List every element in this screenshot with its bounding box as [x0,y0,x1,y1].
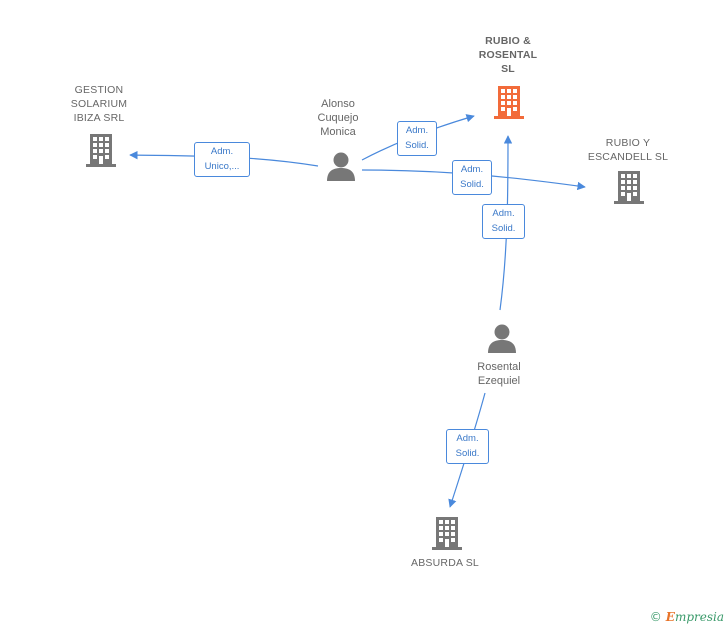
building-icon-rubio-rosental[interactable] [494,86,524,119]
edge-badge-rosental-absurda[interactable]: Adm. Solid. [446,429,489,464]
copyright-icon: © [649,610,662,624]
building-icon-absurda[interactable] [432,517,462,550]
brand-name: mpresia [674,610,724,624]
empresia-watermark: ©Empresia [650,610,724,624]
brand-initial: E [665,610,675,624]
person-icon-rosental[interactable] [488,324,516,354]
edge-badge-rosental-rubio-rosental[interactable]: Adm. Solid. [482,204,525,239]
node-label-rubio-escandell[interactable]: RUBIO Y ESCANDELL SL [587,137,669,163]
building-icon-rubio-escandell[interactable] [614,171,644,204]
node-label-absurda[interactable]: ABSURDA SL [411,557,479,569]
node-label-alonso[interactable]: Alonso Cuquejo Monica [317,98,359,138]
node-label-rubio-rosental[interactable]: RUBIO & ROSENTAL SL [478,35,538,75]
node-label-rosental[interactable]: Rosental Ezequiel [477,361,521,387]
node-label-gestion-solarium[interactable]: GESTION SOLARIUM IBIZA SRL [70,84,128,124]
edge-badge-alonso-rubio-escandell[interactable]: Adm. Solid. [452,160,492,195]
edge-badge-alonso-rubio-rosental[interactable]: Adm. Solid. [397,121,437,156]
building-icon-gestion-solarium[interactable] [86,134,116,167]
person-icon-alonso[interactable] [327,152,355,182]
edge-badge-alonso-gestion[interactable]: Adm. Unico,... [194,142,250,177]
